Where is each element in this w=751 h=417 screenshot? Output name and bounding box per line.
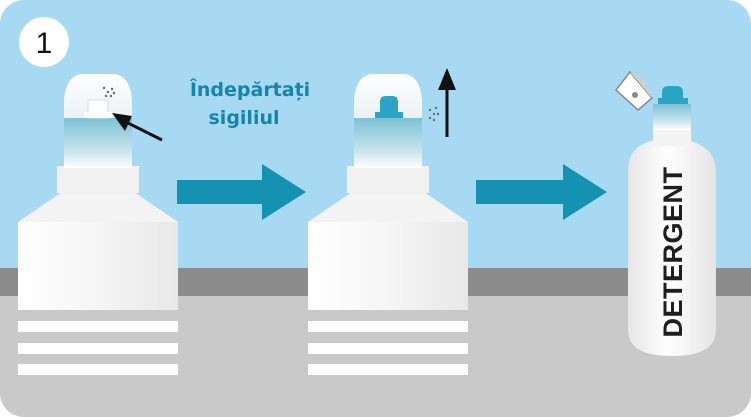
bottle-sealed-icon (18, 74, 178, 375)
step-number-badge: 1 (19, 17, 69, 67)
bottle-label: DETERGENT (658, 166, 688, 337)
lift-arrow-icon (438, 68, 456, 137)
process-arrow-icon-2 (476, 164, 607, 220)
bottle-detergent-icon: DETERGENT (628, 86, 716, 356)
step-number: 1 (36, 27, 53, 60)
bottle-open-icon (308, 74, 468, 375)
instruction-text-line1: Îndepărtați (190, 78, 310, 101)
instruction-text-line2: sigiliul (209, 107, 280, 129)
removed-seal-icon (614, 70, 654, 112)
seal-arrow-icon (112, 113, 163, 142)
floor (0, 296, 751, 417)
process-arrow-icon (177, 164, 306, 220)
